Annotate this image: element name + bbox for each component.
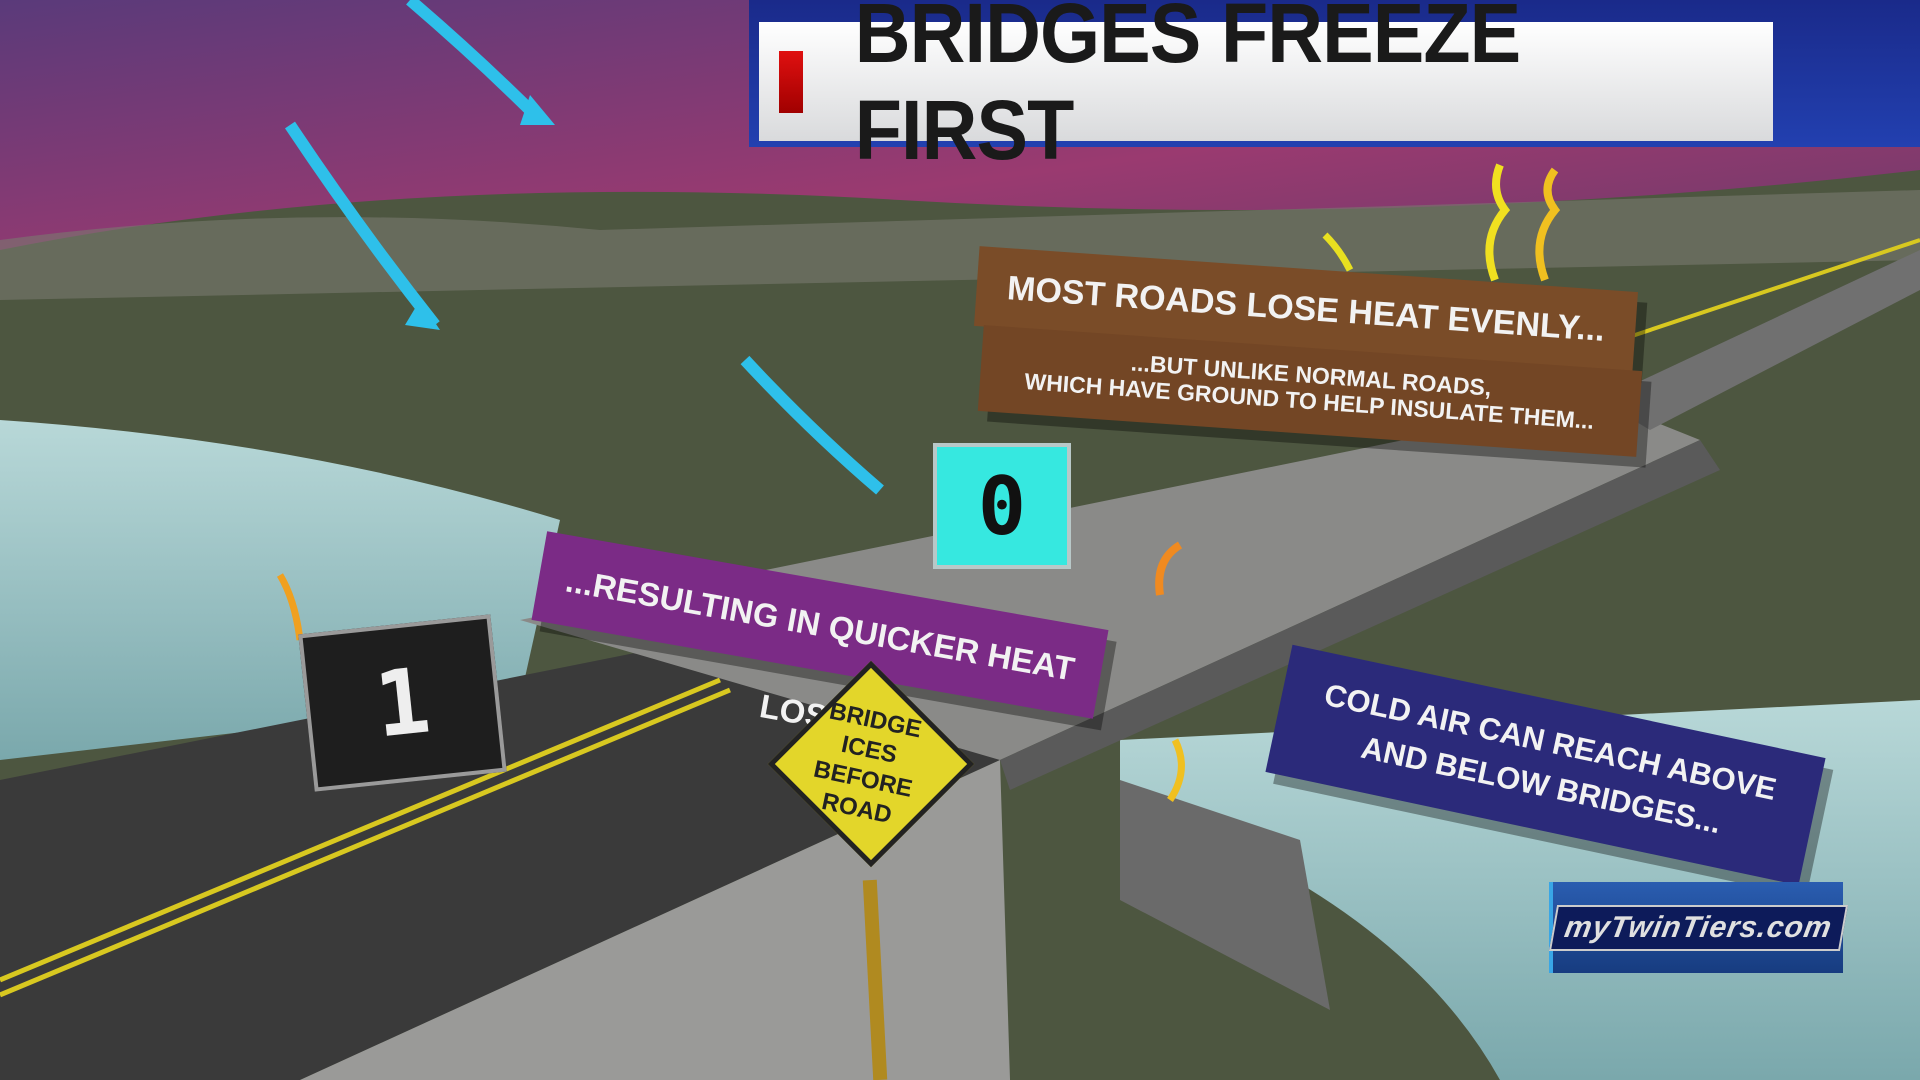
heat-arrow [1167, 738, 1185, 802]
road-temperature-counter: 1 [298, 614, 507, 792]
heat-arrow [1155, 541, 1183, 596]
station-logo: myTwinTiers.com [1548, 882, 1848, 973]
heat-arrow [1485, 163, 1511, 282]
cold-air-arrow [285, 121, 440, 329]
title-accent-bar [779, 51, 803, 113]
cold-air-arrow [740, 355, 884, 495]
logo-text: myTwinTiers.com [1548, 904, 1848, 951]
abutment [300, 760, 1010, 1080]
heat-arrow [1535, 167, 1561, 282]
heat-arrow [1322, 232, 1354, 272]
cold-air-arrow [406, 0, 545, 125]
bridge-temperature-counter: 0 [933, 443, 1071, 569]
road [0, 640, 1000, 1080]
title-banner: BRIDGES FREEZE FIRST [749, 0, 1920, 177]
heat-arrow [276, 573, 304, 641]
title-panel: BRIDGES FREEZE FIRST [759, 0, 1773, 177]
page-title: BRIDGES FREEZE FIRST [854, 0, 1521, 177]
